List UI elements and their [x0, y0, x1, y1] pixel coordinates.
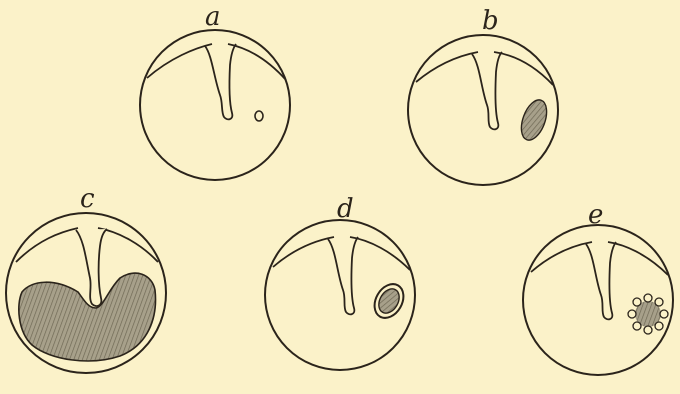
panel-b — [408, 35, 558, 185]
panel-e-funnel-stalk — [586, 242, 616, 319]
panel-e — [523, 225, 673, 375]
panel-a-funnel-stalk — [205, 44, 236, 119]
panel-a-cell-outline — [140, 30, 290, 180]
panel-b-shaded-oval — [516, 97, 551, 144]
panel-c — [6, 213, 166, 373]
panel-e-label: e — [588, 202, 603, 228]
panel-a-label: a — [205, 4, 221, 30]
panel-d — [265, 220, 415, 370]
panel-b-funnel-stalk — [472, 52, 502, 129]
panel-a-small-circle — [255, 111, 263, 121]
panel-c-label: c — [80, 186, 95, 212]
panel-d-oval-inner — [375, 285, 404, 317]
panel-d-inner-membrane — [273, 237, 410, 270]
panel-b-label: b — [482, 8, 499, 34]
panel-a — [140, 30, 290, 180]
panel-b-inner-membrane — [416, 52, 553, 85]
panel-d-label: d — [337, 196, 354, 222]
panel-e-inner-membrane — [531, 242, 668, 275]
panel-d-funnel-stalk — [328, 237, 358, 314]
panel-c-large-shaded-mass — [19, 273, 156, 361]
